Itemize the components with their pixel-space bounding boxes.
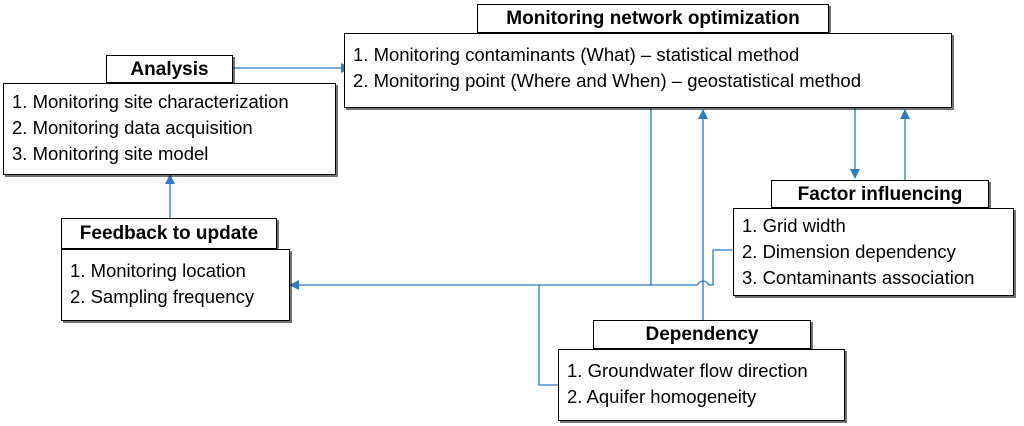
feedback-title: Feedback to update [61, 218, 277, 249]
analysis-title: Analysis [106, 55, 233, 83]
factor-item: 3. Contaminants association [742, 267, 975, 288]
analysis-item: 1. Monitoring site characterization [12, 91, 289, 112]
feedback-item: 2. Sampling frequency [70, 286, 255, 307]
optimization-item: 1. Monitoring contaminants (What) – stat… [353, 44, 800, 65]
optimization-title: Monitoring network optimization [477, 4, 829, 33]
dependency-box: 1. Groundwater flow direction 2. Aquifer… [558, 349, 845, 421]
factor-item: 2. Dimension dependency [742, 241, 956, 262]
feedback-item: 1. Monitoring location [70, 260, 246, 281]
factor-item: 1. Grid width [742, 215, 846, 236]
line-factor-to-feedback [696, 249, 733, 286]
dependency-item: 2. Aquifer homogeneity [567, 386, 757, 407]
optimization-box: 1. Monitoring contaminants (What) – stat… [344, 33, 952, 108]
analysis-item: 2. Monitoring data acquisition [12, 117, 253, 138]
optimization-item: 2. Monitoring point (Where and When) – g… [353, 70, 861, 91]
analysis-box: 1. Monitoring site characterization 2. M… [3, 83, 336, 175]
dependency-item: 1. Groundwater flow direction [567, 360, 808, 381]
feedback-box: 1. Monitoring location 2. Sampling frequ… [61, 249, 290, 321]
dependency-title: Dependency [593, 320, 811, 349]
factor-title: Factor influencing [771, 180, 989, 208]
factor-box: 1. Grid width 2. Dimension dependency 3.… [733, 208, 1014, 296]
analysis-item: 3. Monitoring site model [12, 143, 209, 164]
line-dependency-to-feedback [538, 285, 558, 386]
